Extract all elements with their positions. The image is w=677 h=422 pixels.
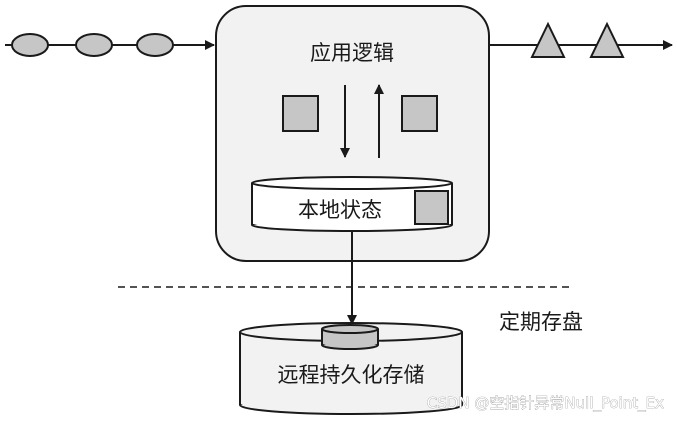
right-square [401,95,438,132]
app-logic-label: 应用逻辑 [310,41,394,65]
output-event-triangle [530,21,566,58]
input-event-ellipse [75,33,113,57]
remote-storage-label: 远程持久化存储 [278,363,425,387]
snapshot-cylinder [321,324,379,350]
output-stream [489,21,673,58]
periodic-save-label: 定期存盘 [499,310,583,334]
local-state-square [414,190,449,225]
local-state-label: 本地状态 [298,198,382,222]
left-square [282,95,319,132]
input-stream [5,33,215,57]
local-state-cylinder: 本地状态 [251,176,453,232]
input-event-ellipse [136,33,174,57]
input-event-ellipse [11,33,49,57]
remote-storage-cylinder: 远程持久化存储 [239,322,463,415]
snapshot-top [321,324,379,334]
output-event-triangle [589,21,625,58]
local-state-top [251,176,453,190]
watermark: CSDN @空指针异常Null_Point_Ex [427,394,664,413]
